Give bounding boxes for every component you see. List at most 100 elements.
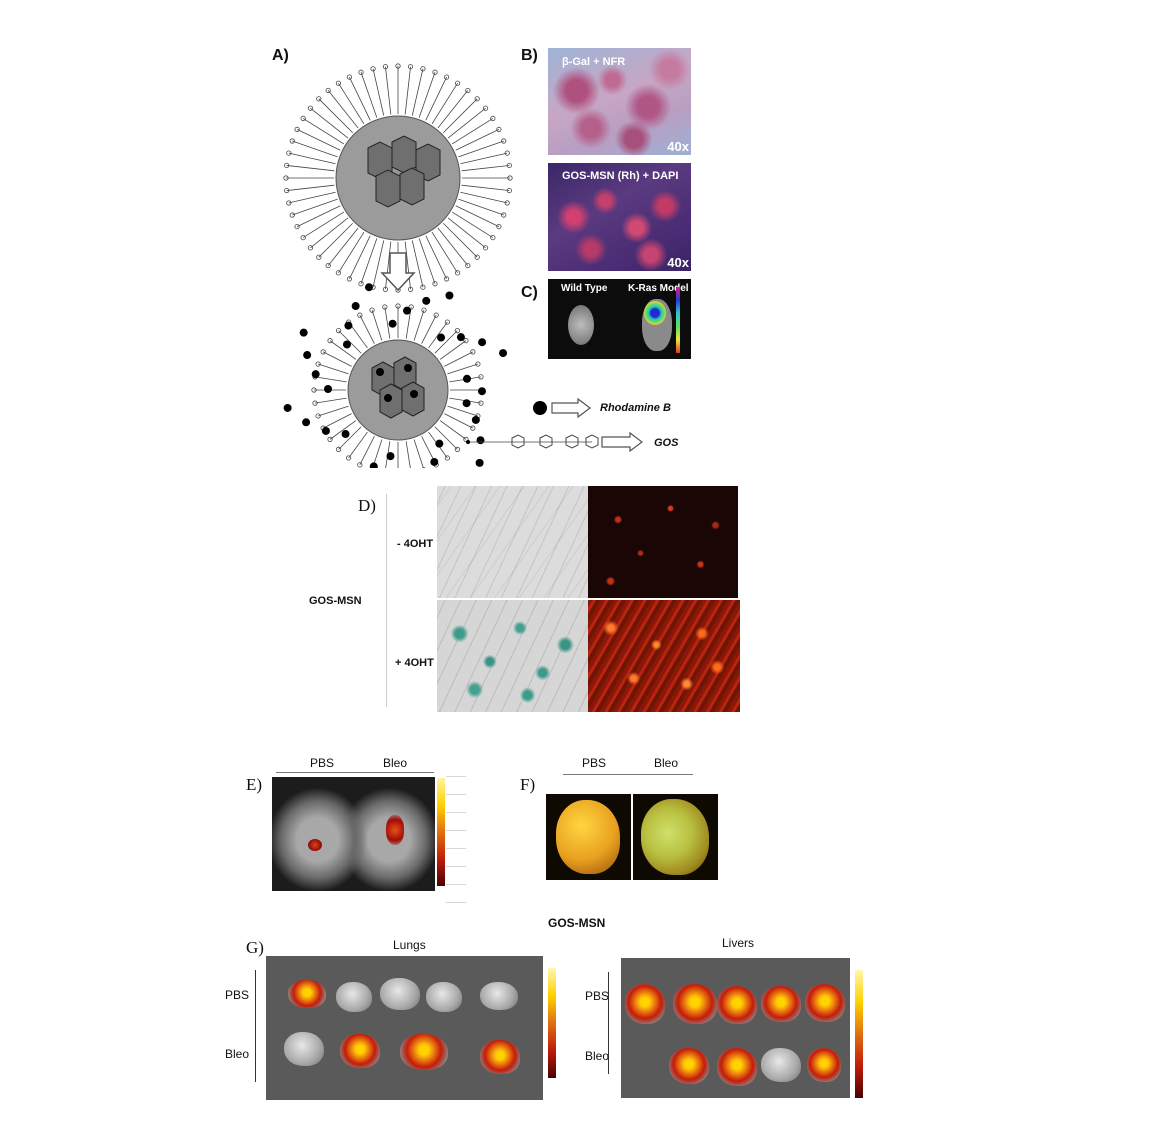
ligand-end — [490, 234, 496, 241]
ligand-chain — [314, 376, 347, 383]
g-livers-title: Livers — [722, 936, 755, 950]
ligand-end — [307, 105, 314, 111]
rhodamine-dot — [462, 374, 471, 383]
ligand-chain — [411, 240, 424, 288]
rhodamine-dot — [403, 306, 412, 315]
rhodamine-dot — [430, 457, 439, 466]
organ-blob — [400, 1034, 448, 1070]
ligand-corona-top — [283, 63, 513, 293]
ligand-end — [407, 64, 414, 70]
ligand-chain — [444, 351, 474, 367]
ligand-chain — [439, 420, 467, 440]
ligand-end — [408, 304, 414, 310]
d-row1-label: - 4OHT — [397, 538, 434, 550]
organ-blob — [340, 1034, 380, 1068]
rhodamine-dot — [303, 351, 312, 360]
ligand-end — [284, 162, 290, 169]
ligand-end — [504, 150, 510, 156]
ligand-end — [300, 115, 306, 122]
organ-blob — [426, 982, 462, 1012]
ligand-chain — [310, 217, 349, 249]
ligand-end — [335, 80, 342, 86]
ligand-chain — [447, 405, 479, 417]
ligand-chain — [460, 191, 508, 204]
ligand-end — [501, 212, 507, 218]
ligand-chain — [442, 222, 478, 258]
ligand-end — [443, 276, 450, 282]
nanoparticle-diagram — [283, 63, 513, 468]
rhodamine-dot — [324, 384, 333, 393]
organ-blob — [761, 1048, 801, 1082]
ligand-chain — [458, 198, 504, 216]
ligand-end — [327, 436, 333, 442]
ligand-chain — [322, 351, 352, 367]
ligand-end — [496, 126, 502, 133]
ligand-end — [420, 284, 426, 290]
ligand-chain — [286, 184, 335, 191]
ligand-chain — [431, 82, 458, 125]
ligand-chain — [338, 82, 365, 125]
ligand-end — [504, 200, 510, 206]
rhodamine-dot — [344, 321, 353, 330]
panel-c-label: C) — [521, 284, 538, 301]
rhodamine-dot — [404, 364, 412, 372]
ligand-chain — [385, 241, 392, 290]
g-lungs-colorbar — [548, 968, 556, 1078]
kras-signal — [644, 301, 666, 325]
ligand-chain — [288, 191, 336, 204]
ligand-end — [475, 361, 481, 367]
pore-prisms-bottom — [371, 356, 425, 419]
ligand-chain — [317, 405, 349, 417]
organ-blob — [717, 1048, 757, 1086]
ligand-chain — [442, 98, 478, 134]
ligand-end — [346, 276, 353, 282]
c-colorbar — [676, 287, 680, 353]
ligand-chain — [322, 413, 352, 429]
ligand-end — [336, 446, 342, 452]
legend-gos-label: GOS — [654, 437, 679, 449]
ligand-chain — [434, 330, 458, 354]
ligand-end — [336, 328, 342, 334]
ligand-chain — [302, 211, 345, 238]
g-lungs-row1: PBS — [225, 988, 250, 1002]
ligand-end — [465, 262, 471, 269]
f-lung-bleo-image — [633, 794, 718, 880]
ligand-end — [358, 69, 364, 75]
ligand-end — [470, 425, 476, 431]
panel-b-label: B) — [521, 47, 538, 64]
ligand-end — [325, 262, 331, 269]
ligand-end — [443, 74, 450, 80]
g-livers-colorbar — [855, 970, 863, 1098]
ligand-end — [316, 254, 322, 260]
ligand-end — [289, 212, 295, 218]
ligand-end — [482, 105, 489, 111]
ligand-end — [382, 64, 389, 70]
b-gal-nfr-image: β-Gal + NFR 40x — [548, 48, 691, 155]
ligand-end — [490, 115, 496, 122]
b-bottom-caption: GOS-MSN (Rh) + DAPI — [562, 170, 679, 182]
ligand-end — [357, 312, 363, 318]
rhodamine-dot — [475, 458, 484, 467]
ligand-end — [346, 455, 352, 461]
rhodamine-dot — [376, 368, 384, 376]
panel-g-label: G) — [246, 938, 264, 957]
ligand-chain — [460, 152, 508, 165]
ligand-end — [286, 200, 292, 206]
d-row2-label: + 4OHT — [395, 657, 434, 669]
rhodamine-dot — [437, 333, 446, 342]
rhodamine-dot — [283, 403, 292, 412]
rhodamine-dot — [386, 452, 395, 461]
ligand-chain — [327, 227, 359, 266]
ligand-chain — [360, 72, 378, 118]
ligand-chain — [329, 340, 357, 360]
ligand-chain — [404, 241, 411, 290]
rhodamine-dot — [478, 338, 487, 347]
rhodamine-dot — [471, 415, 480, 424]
ligand-chain — [288, 152, 336, 165]
ligand-end — [312, 400, 318, 406]
ligand-end — [432, 69, 438, 75]
ligand-end — [370, 66, 376, 72]
d-fluor-plus — [588, 600, 740, 712]
g-lungs-ivis-image — [266, 956, 543, 1100]
rhodamine-dot — [445, 291, 454, 300]
